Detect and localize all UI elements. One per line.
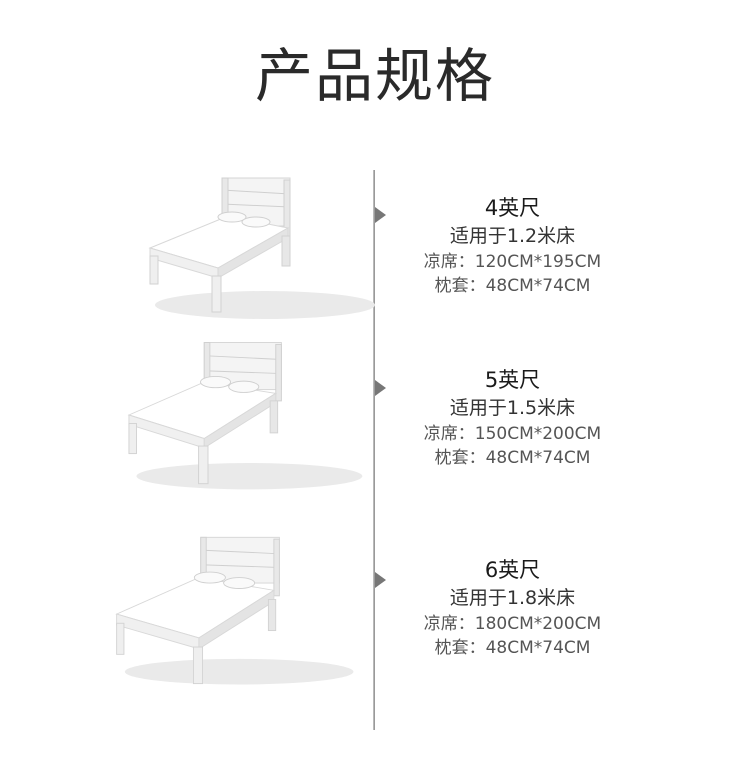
bed-image-large <box>115 536 354 685</box>
spec-mat-size: 凉席：120CM*195CM <box>423 252 602 272</box>
pointer-icon <box>375 207 386 223</box>
spec-block-6ft: 6英尺 适用于1.8米床 凉席：180CM*200CM 枕套：48CM*74CM <box>400 556 625 660</box>
spec-size: 4英尺 <box>484 196 541 220</box>
spec-size: 6英尺 <box>484 558 541 582</box>
spec-pillowcase-size: 枕套：48CM*74CM <box>434 276 591 296</box>
pointer-icon <box>375 572 386 588</box>
bed-image-medium <box>127 342 363 490</box>
spec-mat-size: 凉席：150CM*200CM <box>423 424 602 444</box>
spec-pillowcase-size: 枕套：48CM*74CM <box>434 638 591 658</box>
spec-bed-fit: 适用于1.2米床 <box>449 225 576 247</box>
spec-bed-fit: 适用于1.8米床 <box>449 587 576 609</box>
spec-block-4ft: 4英尺 适用于1.2米床 凉席：120CM*195CM 枕套：48CM*74CM <box>400 194 625 298</box>
pointer-icon <box>375 380 386 396</box>
spec-bed-fit: 适用于1.5米床 <box>449 397 576 419</box>
vertical-divider <box>373 170 375 730</box>
spec-size: 5英尺 <box>484 368 541 392</box>
spec-pillowcase-size: 枕套：48CM*74CM <box>434 448 591 468</box>
bed-image-small <box>148 177 375 319</box>
page-title: 产品规格 <box>254 42 495 110</box>
spec-mat-size: 凉席：180CM*200CM <box>423 614 602 634</box>
spec-block-5ft: 5英尺 适用于1.5米床 凉席：150CM*200CM 枕套：48CM*74CM <box>400 366 625 470</box>
